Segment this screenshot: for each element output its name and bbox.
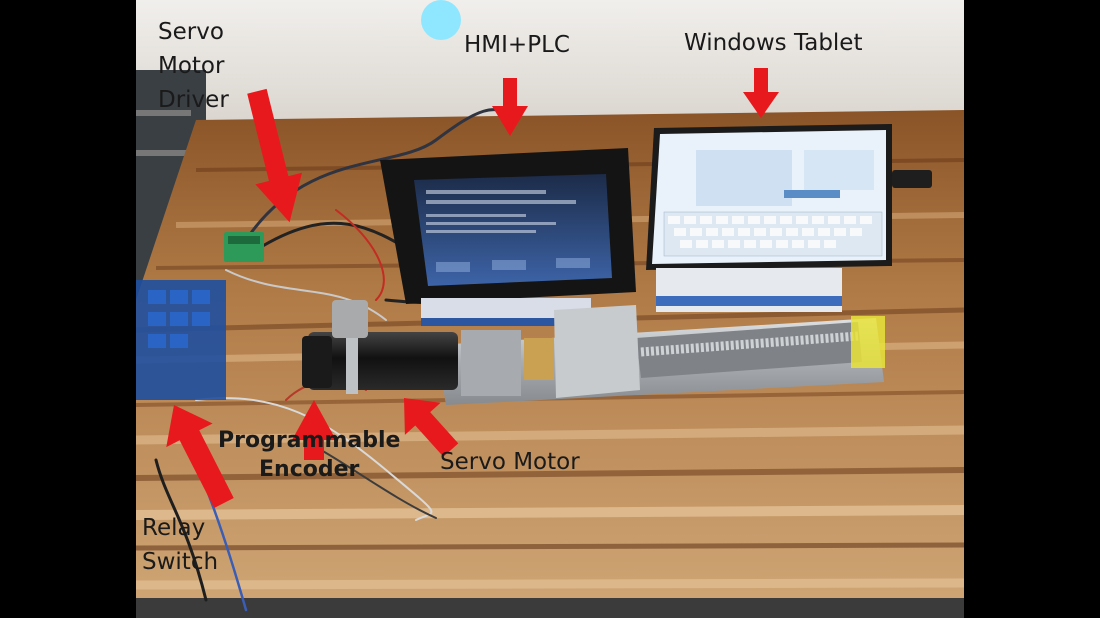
- label-servo-motor: Servo Motor: [440, 449, 580, 475]
- servo-motor: [302, 300, 458, 394]
- end-block: [851, 316, 885, 368]
- label-servo-motor-driver: Servo Motor Driver: [158, 19, 229, 114]
- arrow-windows-tablet: [743, 68, 779, 118]
- scene-illustration: [136, 0, 964, 618]
- arrow-servo-motor: [404, 398, 459, 457]
- annotation-arrows: [166, 68, 779, 509]
- hmi-plc-panel: [380, 148, 636, 326]
- windows-tablet: [646, 124, 932, 312]
- label-hmi-plc: HMI+PLC: [464, 32, 570, 58]
- linear-actuator: [436, 305, 885, 405]
- arrow-servo-driver: [247, 88, 302, 223]
- motor-mount: [461, 330, 521, 396]
- label-relay-switch: Relay Switch: [142, 515, 219, 576]
- arrow-relay-switch: [166, 405, 234, 509]
- encoder-connector: [332, 300, 368, 338]
- arrow-hmi-plc: [492, 78, 528, 136]
- ball-screw: [640, 331, 859, 357]
- arrow-encoder: [292, 400, 336, 460]
- light-reflection: [421, 0, 461, 40]
- wall: [136, 0, 964, 130]
- carriage-plate: [554, 305, 640, 398]
- usb-dongle: [892, 170, 932, 188]
- floor-shadow: [136, 598, 964, 618]
- label-programmable-encoder: Programmable Encoder: [218, 428, 401, 483]
- label-windows-tablet: Windows Tablet: [684, 30, 863, 56]
- relay-modules: [148, 290, 210, 348]
- photograph: Servo Motor Driver HMI+PLC Windows Table…: [136, 0, 964, 618]
- coupling: [524, 338, 554, 380]
